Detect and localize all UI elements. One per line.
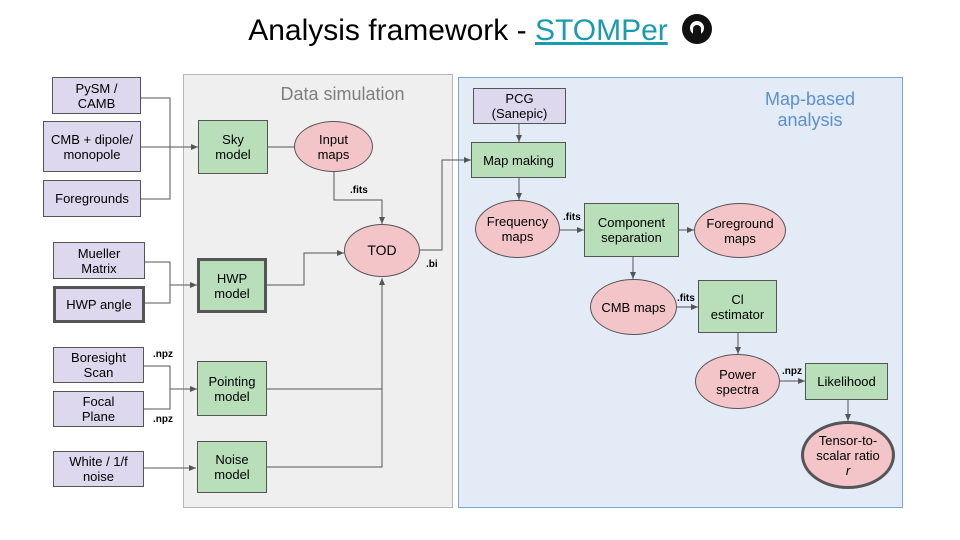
- sky-model-node: Sky model: [198, 120, 268, 174]
- input-maps-node: Input maps: [294, 121, 373, 172]
- fits-tag-input-maps: .fits: [350, 185, 368, 196]
- slide-title: Analysis framework - STOMPer: [0, 14, 960, 48]
- github-icon[interactable]: [681, 14, 712, 44]
- pysm-camb-node: PySM / CAMB: [52, 77, 141, 114]
- focal-plane-node: Focal Plane: [53, 391, 144, 427]
- white-noise-node: White / 1/f noise: [53, 451, 144, 487]
- fits-tag-cmb-maps: .fits: [677, 293, 695, 304]
- hwp-angle-node: HWP angle: [53, 286, 145, 323]
- tod-node: TOD: [344, 224, 420, 277]
- foreground-maps-node: Foreground maps: [694, 203, 786, 258]
- map-making-node: Map making: [471, 142, 566, 178]
- noise-model-node: Noise model: [197, 441, 267, 493]
- map-based-analysis-label: Map-based analysis: [764, 89, 856, 130]
- mueller-matrix-node: Mueller Matrix: [53, 242, 145, 279]
- hwp-model-node: HWP model: [197, 258, 267, 313]
- likelihood-node: Likelihood: [805, 363, 888, 400]
- pcg-sanepic-node: PCG (Sanepic): [473, 88, 566, 124]
- stomper-link[interactable]: STOMPer: [534, 14, 668, 47]
- npz-tag-focal-plane: .npz: [153, 414, 173, 425]
- boresight-scan-node: Boresight Scan: [53, 347, 144, 383]
- component-separation-node: Component separation: [584, 203, 679, 257]
- cmb-dipole-node: CMB + dipole/ monopole: [43, 121, 141, 172]
- npz-tag-power-spectra: .npz: [782, 366, 802, 377]
- title-text: Analysis framework -: [248, 14, 535, 47]
- fits-tag-frequency-maps: .fits: [563, 212, 581, 223]
- power-spectra-node: Power spectra: [695, 354, 780, 409]
- foregrounds-input-node: Foregrounds: [43, 180, 141, 217]
- pointing-model-node: Pointing model: [197, 361, 267, 416]
- data-simulation-label: Data simulation: [280, 84, 405, 104]
- npz-tag-boresight: .npz: [153, 349, 173, 360]
- frequency-maps-node: Frequency maps: [475, 200, 560, 258]
- cmb-maps-node: CMB maps: [590, 279, 677, 335]
- cl-estimator-node: Cl estimator: [698, 280, 777, 333]
- bi-tag-tod: .bi: [426, 259, 438, 270]
